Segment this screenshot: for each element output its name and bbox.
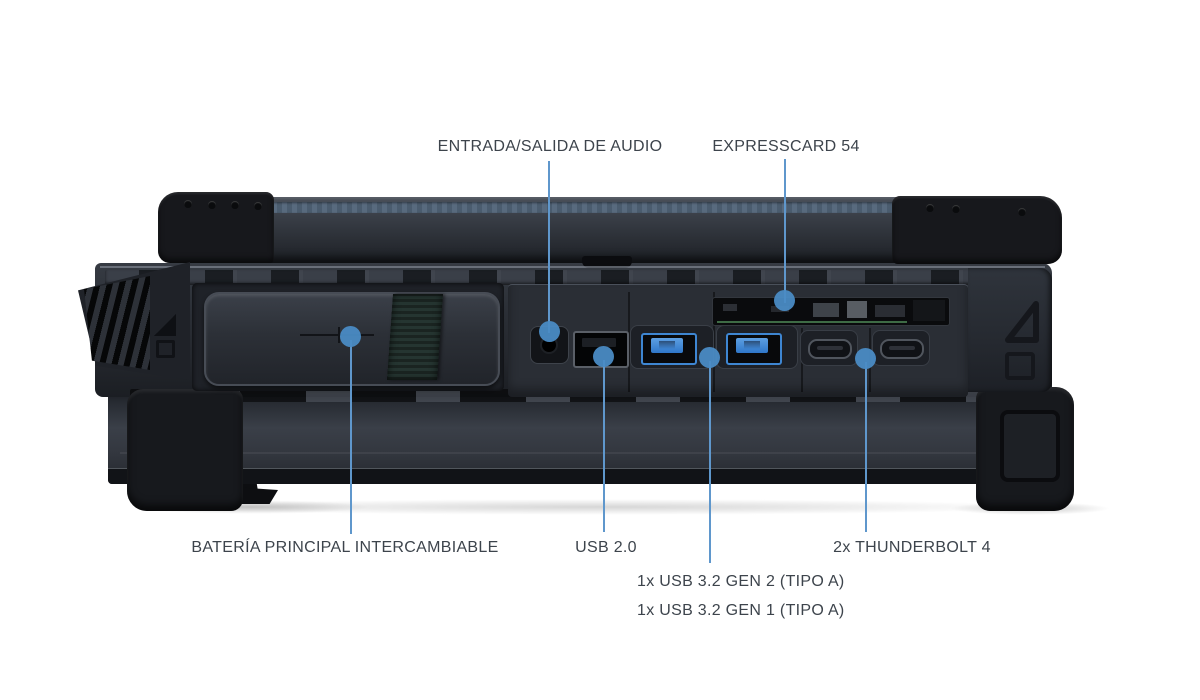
callout-expresscard-dot [774,290,795,311]
callout-audio-line [548,161,550,333]
corner-bumper-left [127,389,243,511]
usb3-tongue [651,338,683,353]
vent-grille [84,276,150,370]
callout-usb32-dot [699,347,720,368]
callout-usb2-label: USB 2.0 [575,539,637,556]
usb3-tongue [736,338,768,353]
square-mark-icon [1005,352,1035,380]
callout-thunderbolt-line [865,362,867,532]
base-seam [120,452,1000,454]
ground-shadow [150,499,1050,515]
battery-pull-strap [386,294,444,380]
callout-thunderbolt-dot [855,348,876,369]
thunderbolt-port-1-bezel [800,330,858,366]
thunderbolt-port-1 [808,339,852,359]
usb3-port-2 [726,333,782,365]
slot-detail [875,305,905,317]
screw-icon [926,204,934,212]
lid-trim-strip [262,202,1042,213]
square-mark-icon [156,340,175,358]
callout-battery-dot [340,326,361,347]
usb2-tongue [582,338,616,347]
bumper-panel [1000,410,1060,482]
panel-groove [713,292,715,392]
thunderbolt-port-2-bezel [872,330,930,366]
expresscard-slot [712,297,950,326]
callout-battery-label: BATERÍA PRINCIPAL INTERCAMBIABLE [191,539,499,556]
body-top-rail [105,270,1040,285]
callout-usb2-line [603,360,605,532]
usb3-port-1 [641,333,697,365]
screw-icon [1018,208,1026,216]
slot-detail [847,301,867,318]
slot-detail [913,300,945,321]
body-top-highlight [100,266,1045,268]
slot-detail [813,303,839,317]
screw-icon [231,201,239,209]
pcb-edge [717,321,907,323]
hinge-latch-tab [582,256,632,268]
callout-expresscard-line [784,159,786,303]
callout-usb32-line [709,361,711,563]
callout-battery-line [350,340,352,534]
screw-icon [184,200,192,208]
triangle-mark-icon [1005,301,1039,343]
panel-groove [628,292,630,392]
callout-usb32-gen1-label: 1x USB 3.2 GEN 1 (TIPO A) [637,602,845,619]
callout-usb32-gen2-label: 1x USB 3.2 GEN 2 (TIPO A) [637,573,845,590]
base-bottom-lip [108,468,1012,484]
callout-expresscard-label: EXPRESSCARD 54 [712,138,860,155]
callout-audio-label: ENTRADA/SALIDA DE AUDIO [437,138,663,155]
screw-icon [952,205,960,213]
battery-seam-tick [338,327,340,343]
hinge-bumper-right [892,196,1062,264]
slot-detail [723,304,737,311]
thunderbolt-port-2 [880,339,924,359]
screw-icon [254,202,262,210]
screw-icon [208,201,216,209]
battery-seam [300,334,374,336]
callout-usb2-dot [593,346,614,367]
callout-thunderbolt-label: 2x THUNDERBOLT 4 [833,539,991,556]
callout-audio-dot [539,321,560,342]
